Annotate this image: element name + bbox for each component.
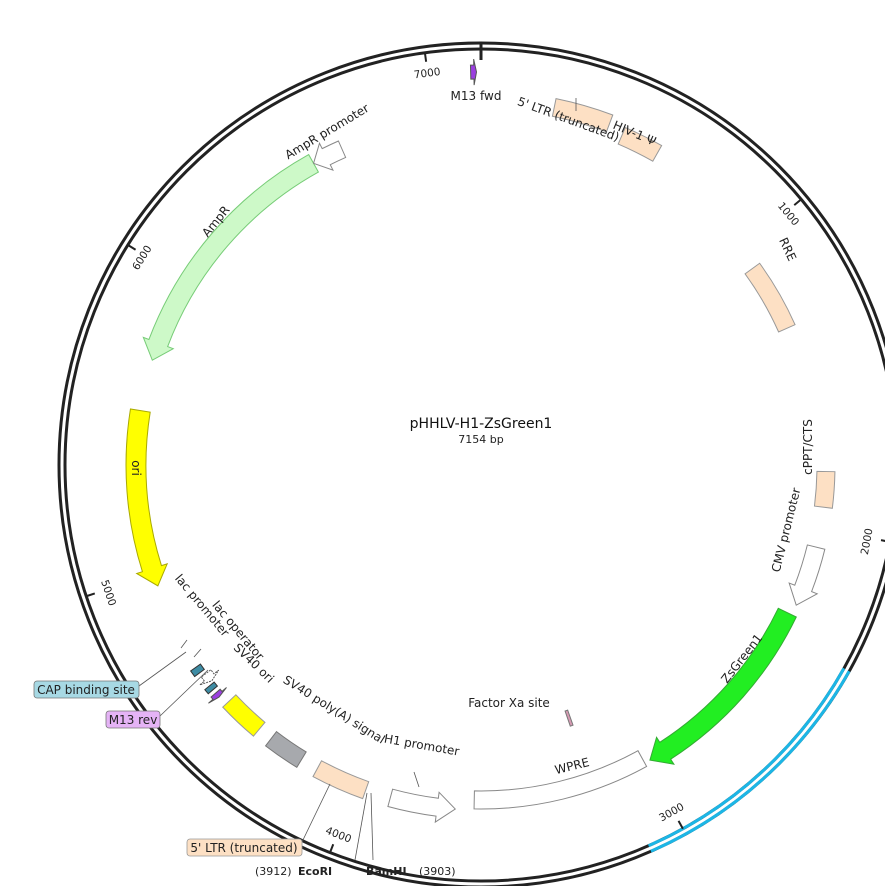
sv40-ori-feature[interactable] xyxy=(222,694,266,737)
m13-rev-callout-text: M13 rev xyxy=(109,713,158,727)
cap-binding-feature[interactable] xyxy=(189,663,206,678)
tick-mark-2000 xyxy=(880,539,885,542)
ltr-truncated-callout[interactable]: 5' LTR (truncated) xyxy=(186,838,303,857)
ampr-promoter-feature[interactable] xyxy=(312,140,347,171)
hiv-psi-feature[interactable] xyxy=(617,126,663,162)
cap-callout-text: CAP binding site xyxy=(37,683,135,697)
ori-feature[interactable] xyxy=(125,408,169,587)
sv40-polya-feature[interactable] xyxy=(264,730,307,769)
factor-xa-feature[interactable] xyxy=(564,709,574,727)
lac-promoter-feature[interactable] xyxy=(199,669,220,686)
tick-label-4000: 4000 xyxy=(324,825,353,846)
cppt-cts-feature[interactable] xyxy=(813,470,836,509)
label-ori: ori xyxy=(129,460,143,476)
ltr-truncated-feature[interactable] xyxy=(312,760,370,800)
lac-operator-feature[interactable] xyxy=(204,681,219,695)
tick-mark-7000 xyxy=(423,52,428,62)
tick-mark-5000 xyxy=(85,592,96,598)
label-cmv: CMV promoter xyxy=(769,486,804,573)
selection-arc-outer xyxy=(650,670,851,853)
label-h1-promoter: H1 promoter xyxy=(383,732,460,759)
tick-label-1000: 1000 xyxy=(775,200,801,228)
tick-label-3000: 3000 xyxy=(657,801,686,824)
tick-label-5000: 5000 xyxy=(98,578,118,607)
tick-mark-3000 xyxy=(677,820,684,830)
backbone-inner xyxy=(63,47,885,883)
selection-arc-inner xyxy=(647,667,846,848)
bamhi-site[interactable]: BamHI (3903) xyxy=(366,865,456,878)
bamhi-position: (3903) xyxy=(419,865,456,878)
cmv-promoter-feature[interactable] xyxy=(788,544,826,606)
ltr5-feature[interactable] xyxy=(551,98,614,133)
zsgreen1-feature[interactable] xyxy=(649,607,797,765)
ecori-name: EcoRI xyxy=(298,865,332,878)
h1-promoter-feature[interactable] xyxy=(387,788,457,824)
rre-feature[interactable] xyxy=(744,262,796,333)
label-cppt: cPPT/CTS xyxy=(801,419,815,475)
wpre-feature[interactable] xyxy=(473,750,648,810)
tick-label-7000: 7000 xyxy=(413,66,441,81)
ecori-position: (3912) xyxy=(255,865,292,878)
tick-mark-1000 xyxy=(793,198,802,206)
label-sv40-polya: SV40 poly(A) signal xyxy=(281,673,388,747)
m13-rev-callout[interactable]: M13 rev xyxy=(105,710,161,729)
bamhi-name: BamHI xyxy=(366,865,407,878)
tick-label-2000: 2000 xyxy=(859,527,876,555)
tick-mark-4000 xyxy=(329,843,335,853)
m13-rev-feature[interactable] xyxy=(208,687,227,704)
ampr-feature[interactable] xyxy=(142,153,320,361)
plasmid-length: 7154 bp xyxy=(458,433,503,446)
ecori-site[interactable]: (3912) EcoRI xyxy=(255,865,332,878)
label-m13-fwd: M13 fwd xyxy=(451,89,502,103)
label-rre: RRE xyxy=(776,235,799,263)
m13-fwd-feature[interactable] xyxy=(469,58,478,86)
cap-binding-callout[interactable]: CAP binding site xyxy=(33,680,140,699)
plasmid-name: pHHLV-H1-ZsGreen1 xyxy=(410,416,553,432)
ltr-callout-text: 5' LTR (truncated) xyxy=(190,841,297,855)
backbone-outer xyxy=(57,41,885,886)
tick-mark-6000 xyxy=(127,244,137,251)
leader-lines xyxy=(138,98,577,861)
label-factor-xa: Factor Xa site xyxy=(468,696,550,710)
